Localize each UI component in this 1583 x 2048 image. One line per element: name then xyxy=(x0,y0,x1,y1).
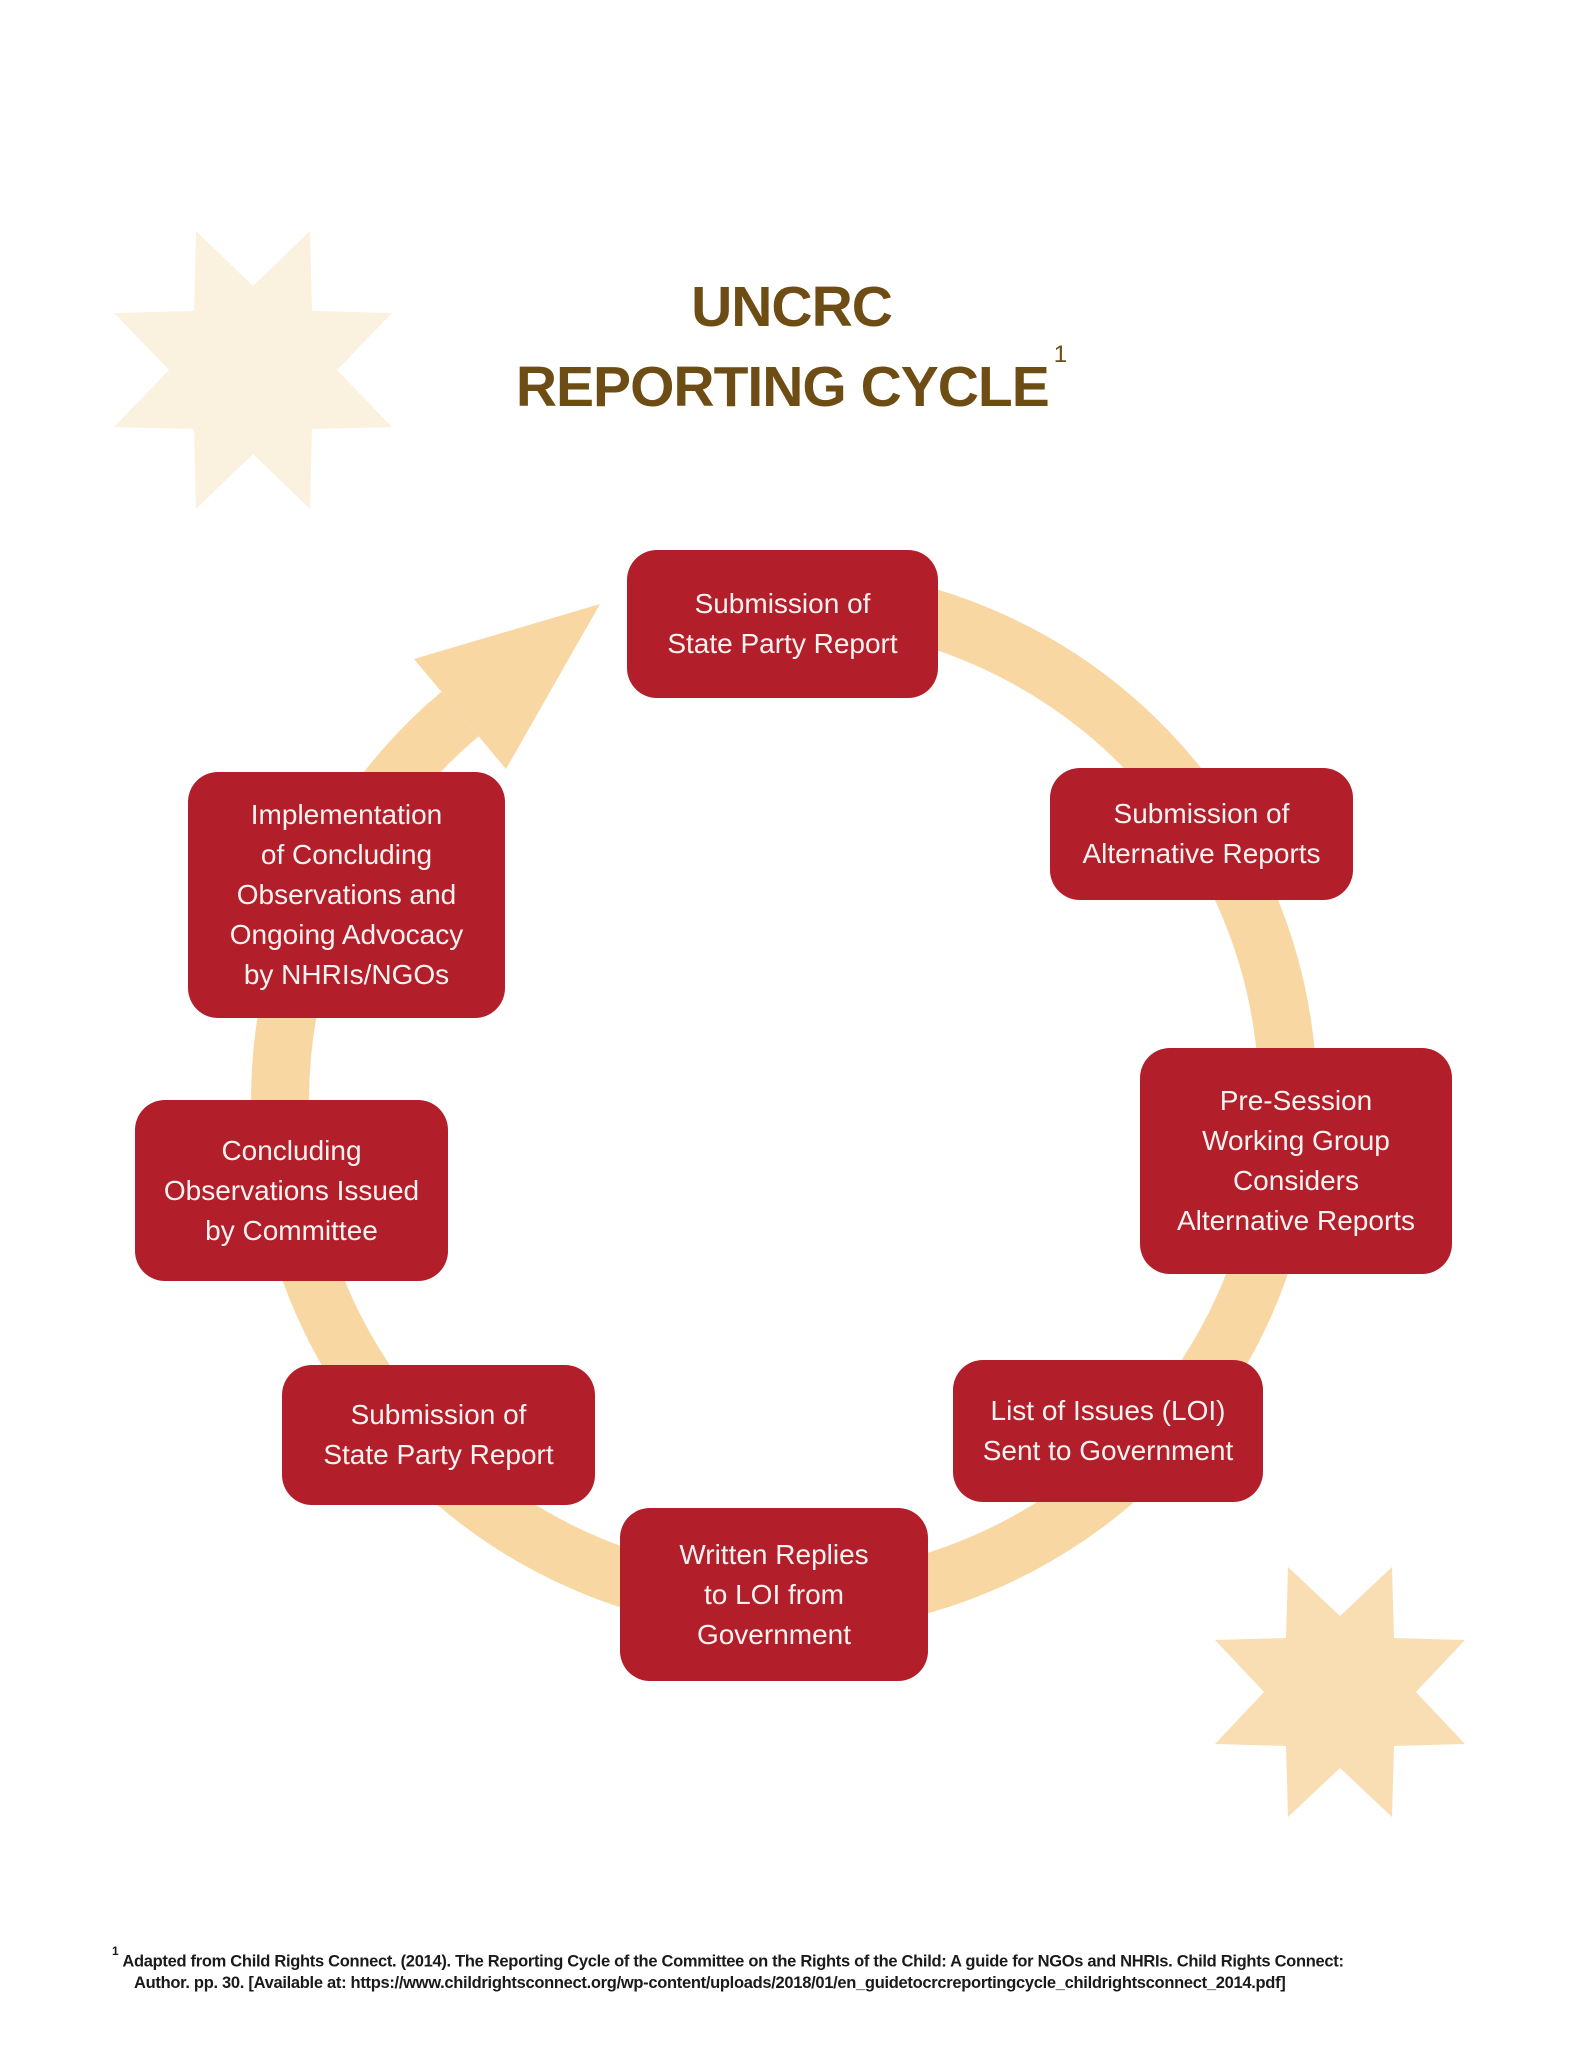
cycle-step-4-label: List of Issues (LOI) Sent to Government xyxy=(982,1395,1234,1466)
footnote-line-1-wrap: 1Adapted from Child Rights Connect. (201… xyxy=(112,1944,1492,1973)
cycle-step-3-label: Pre-Session Working Group Considers Alte… xyxy=(1176,1085,1416,1236)
cycle-step-3-pre-session-working-group: Pre-Session Working Group Considers Alte… xyxy=(1140,1048,1452,1274)
footnote: 1Adapted from Child Rights Connect. (201… xyxy=(112,1944,1492,1994)
cycle-step-8-implementation-of-concluding-observations: Implementation of Concluding Observation… xyxy=(188,772,505,1018)
cycle-step-4-list-of-issues-sent-to-government: List of Issues (LOI) Sent to Government xyxy=(953,1360,1263,1502)
star-decoration-bottom-right-icon xyxy=(1215,1567,1465,1817)
footnote-line-1: Adapted from Child Rights Connect. (2014… xyxy=(122,1952,1344,1971)
cycle-step-6-submission-of-state-party-report: Submission of State Party Report xyxy=(282,1365,595,1505)
page-title-line-2: REPORTING CYCLE xyxy=(515,355,1050,419)
cycle-step-2-submission-of-alternative-reports: Submission of Alternative Reports xyxy=(1050,768,1353,900)
cycle-step-7-concluding-observations-issued: Concluding Observations Issued by Commit… xyxy=(135,1100,448,1281)
cycle-step-5-written-replies-to-loi: Written Replies to LOI from Government xyxy=(620,1508,928,1681)
cycle-step-1-label: Submission of State Party Report xyxy=(667,588,898,659)
page-title-line-2-wrap: REPORTING CYCLE1 xyxy=(515,341,1067,419)
cycle-step-5-label: Written Replies to LOI from Government xyxy=(679,1538,869,1650)
cycle-step-1-submission-of-state-party-report: Submission of State Party Report xyxy=(627,550,938,698)
footnote-marker: 1 xyxy=(112,1944,119,1958)
footnote-line-2: Author. pp. 30. [Available at: https://w… xyxy=(134,1973,1286,1992)
cycle-step-6-label: Submission of State Party Report xyxy=(323,1399,554,1470)
page-title-line-1: UNCRC xyxy=(691,275,893,339)
cycle-step-7-label: Concluding Observations Issued by Commit… xyxy=(163,1134,420,1246)
title-footnote-marker: 1 xyxy=(1053,341,1068,368)
cycle-step-2-label: Submission of Alternative Reports xyxy=(1082,798,1321,869)
cycle-step-8-label: Implementation of Concluding Observation… xyxy=(229,799,464,990)
cycle-arrowhead-icon xyxy=(414,604,600,769)
page-title: UNCRC REPORTING CYCLE1 xyxy=(0,272,1583,423)
star-decoration-top-left-icon xyxy=(114,231,392,509)
